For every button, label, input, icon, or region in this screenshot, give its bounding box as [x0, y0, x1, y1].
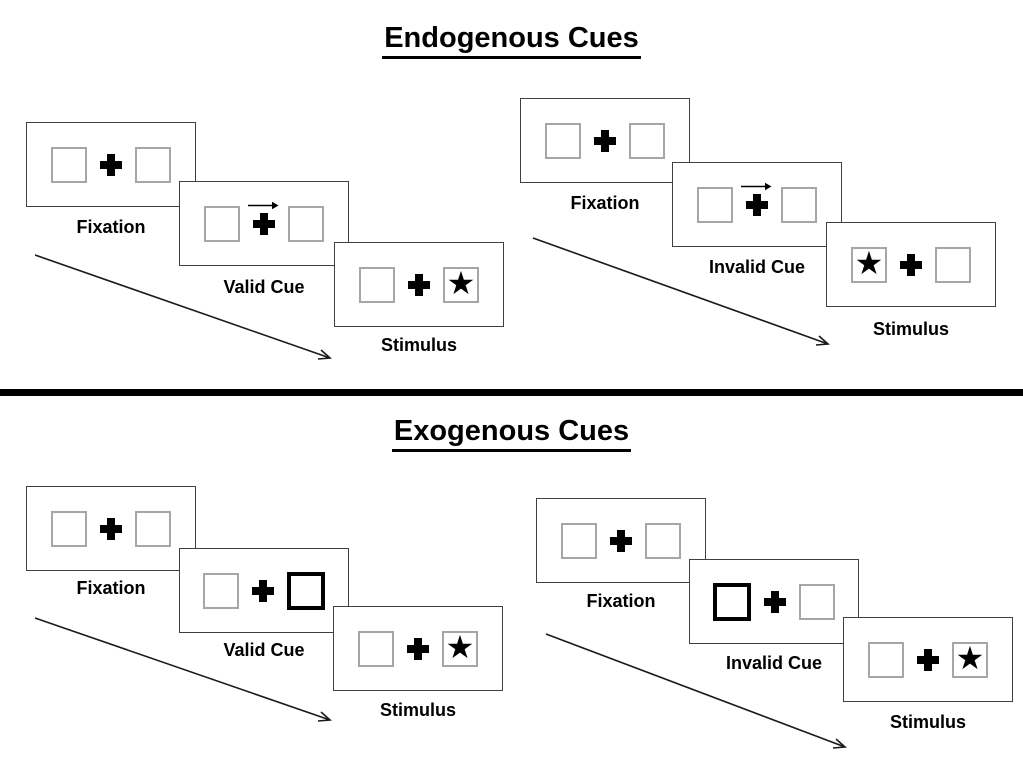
fixation-cross-icon: [900, 253, 922, 276]
exo-valid-cue-panel: [179, 548, 349, 633]
fixation-cross-wrap: [610, 529, 632, 552]
endo-valid-cue-panel: [179, 181, 349, 266]
cue-arrow-right-icon: [248, 201, 279, 209]
panel-label: Stimulus: [380, 335, 457, 355]
right-placeholder-box: [288, 205, 324, 242]
panel-label: Invalid Cue: [708, 257, 806, 277]
panel-label: Stimulus: [379, 700, 456, 720]
exo-invalid-cue-panel: [689, 559, 859, 644]
panel-label: Stimulus: [889, 712, 966, 732]
fixation-cross-wrap: [764, 590, 786, 613]
left-placeholder-box: [561, 522, 597, 559]
time-sequence-arrow: [532, 237, 830, 346]
fixation-cross-icon: [100, 517, 122, 540]
fixation-cross-icon: [253, 212, 275, 235]
exogenous-title-text: Exogenous Cues: [391, 415, 632, 452]
panel-label: Valid Cue: [223, 640, 305, 660]
right-placeholder-box: [799, 583, 835, 620]
panel-label: Valid Cue: [223, 277, 305, 297]
right-placeholder-box: [135, 146, 171, 183]
left-placeholder-box: [51, 510, 87, 547]
endogenous-title-text: Endogenous Cues: [382, 22, 641, 59]
panel-label: Fixation: [570, 193, 640, 213]
fixation-cross-icon: [100, 153, 122, 176]
target-star-icon: ★: [854, 245, 884, 281]
panel-label: Fixation: [76, 217, 146, 237]
right-placeholder-box: [781, 186, 817, 223]
endo-valid-fixation-panel: [26, 122, 196, 207]
fixation-cross-wrap: [900, 253, 922, 276]
fixation-cross-wrap: [248, 201, 279, 235]
fixation-cross-wrap: [407, 637, 429, 660]
fixation-cross-icon: [252, 579, 274, 602]
right-target-box: ★: [443, 265, 479, 303]
right-target-box: ★: [952, 640, 988, 678]
section-divider: [0, 389, 1023, 396]
left-placeholder-box: [203, 572, 239, 609]
exogenous-section-title: Exogenous Cues: [0, 415, 1023, 452]
target-star-icon: ★: [446, 265, 476, 301]
endo-invalid-stimulus-panel: ★: [826, 222, 996, 307]
fixation-cross-wrap: [252, 579, 274, 602]
left-placeholder-box: [868, 641, 904, 678]
fixation-cross-icon: [594, 129, 616, 152]
panel-label: Invalid Cue: [725, 653, 823, 673]
left-cue-highlight-box: [713, 582, 751, 621]
right-placeholder-box: [135, 510, 171, 547]
endogenous-section-title: Endogenous Cues: [0, 22, 1023, 59]
panel-label: Stimulus: [872, 319, 949, 339]
fixation-cross-wrap: [594, 129, 616, 152]
right-placeholder-box: [645, 522, 681, 559]
endo-valid-stimulus-panel: ★: [334, 242, 504, 327]
panel-label: Fixation: [586, 591, 656, 611]
panel-label: Fixation: [76, 578, 146, 598]
left-placeholder-box: [545, 122, 581, 159]
exo-invalid-stimulus-panel: ★: [843, 617, 1013, 702]
fixation-cross-wrap: [100, 153, 122, 176]
time-sequence-arrow: [545, 633, 847, 749]
fixation-cross-icon: [764, 590, 786, 613]
left-placeholder-box: [204, 205, 240, 242]
right-target-box: ★: [442, 629, 478, 667]
target-star-icon: ★: [445, 629, 475, 665]
cue-arrow-right-icon: [741, 182, 772, 190]
left-target-box: ★: [851, 245, 887, 283]
exo-valid-fixation-panel: [26, 486, 196, 571]
fixation-cross-wrap: [741, 182, 772, 216]
target-star-icon: ★: [955, 640, 985, 676]
right-placeholder-box: [629, 122, 665, 159]
right-placeholder-box: [935, 246, 971, 283]
fixation-cross-icon: [408, 273, 430, 296]
endo-invalid-cue-panel: [672, 162, 842, 247]
time-sequence-arrow: [34, 254, 332, 360]
left-placeholder-box: [359, 266, 395, 303]
left-placeholder-box: [51, 146, 87, 183]
exo-valid-stimulus-panel: ★: [333, 606, 503, 691]
left-placeholder-box: [358, 630, 394, 667]
exo-invalid-fixation-panel: [536, 498, 706, 583]
endo-invalid-fixation-panel: [520, 98, 690, 183]
time-sequence-arrow: [34, 617, 332, 722]
fixation-cross-wrap: [408, 273, 430, 296]
fixation-cross-wrap: [917, 648, 939, 671]
fixation-cross-icon: [746, 193, 768, 216]
right-cue-highlight-box: [287, 571, 325, 610]
fixation-cross-icon: [407, 637, 429, 660]
fixation-cross-wrap: [100, 517, 122, 540]
fixation-cross-icon: [610, 529, 632, 552]
fixation-cross-icon: [917, 648, 939, 671]
left-placeholder-box: [697, 186, 733, 223]
